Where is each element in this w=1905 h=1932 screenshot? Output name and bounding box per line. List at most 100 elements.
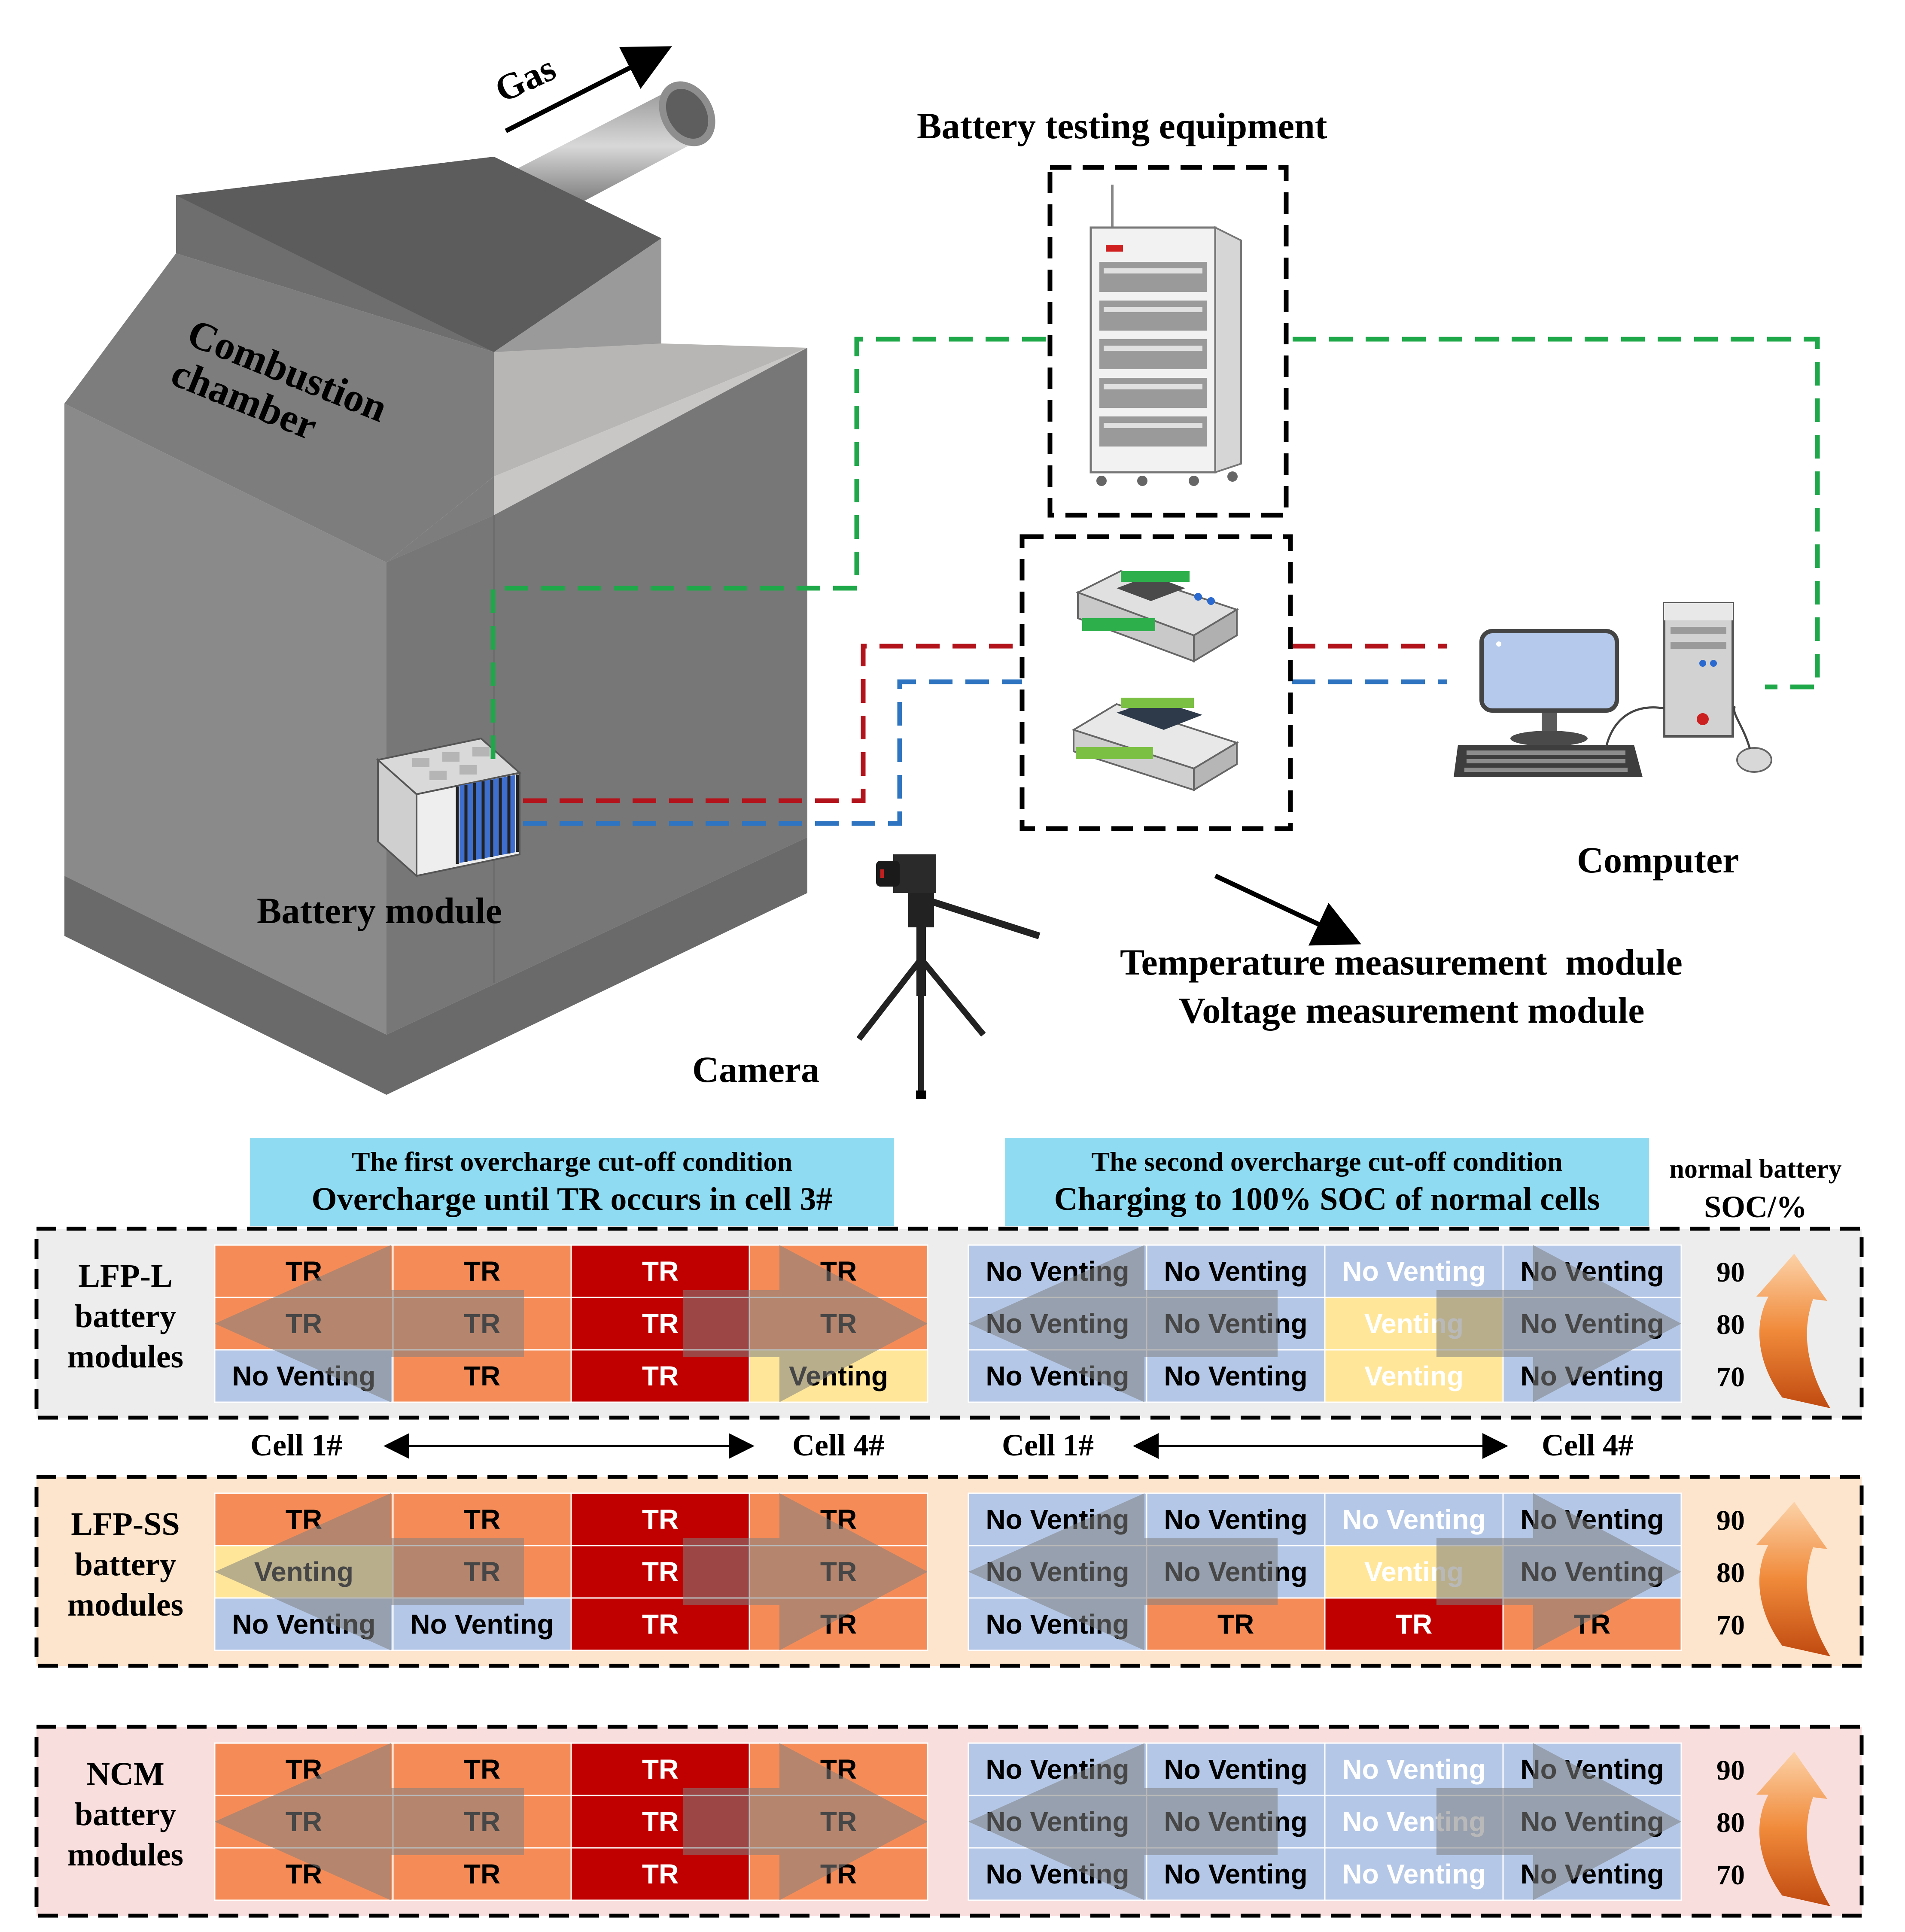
state-cell [1146, 1492, 1326, 1546]
battery-module-icon [376, 737, 522, 878]
voltage-module-icon [1071, 698, 1239, 792]
state-label: TR [642, 1859, 679, 1889]
state-label: TR [464, 1504, 500, 1535]
testing-cabinet-icon [1089, 185, 1242, 486]
soc-increase-arrow-icon [1756, 1254, 1830, 1408]
soc-value: 90 [1716, 1755, 1745, 1786]
state-label: TR [642, 1806, 679, 1837]
group-0: LFP-LbatterymodulesTRTRTRTRTRTRTRTRNo Ve… [34, 1227, 1864, 1420]
condition2-header [1005, 1138, 1649, 1226]
state-cell [570, 1492, 750, 1546]
result-groups: LFP-LbatterymodulesTRTRTRTRTRTRTRTRNo Ve… [34, 1227, 1864, 1918]
left-spread-arrow [968, 1743, 1278, 1900]
state-label: No Venting [1342, 1859, 1485, 1889]
soc-value: 70 [1716, 1610, 1745, 1641]
soc-value: 70 [1716, 1361, 1745, 1393]
condition2-line1: The second overcharge cut-off condition [1091, 1146, 1562, 1177]
state-cell [1324, 1244, 1504, 1298]
soc-value: 80 [1716, 1807, 1745, 1838]
combustion-chamber [64, 81, 807, 1095]
state-cell [1146, 1597, 1326, 1651]
right-spread-arrow [1436, 1743, 1681, 1900]
state-label: TR [642, 1361, 679, 1391]
state-cell [570, 1349, 750, 1403]
soc-value: 80 [1716, 1309, 1745, 1340]
group-1: LFP-SSbatterymodulesTRTRTRTRVentingTRTRT… [34, 1475, 1864, 1668]
condition1-line1: The first overcharge cut-off condition [352, 1146, 792, 1177]
soc-value: 80 [1716, 1557, 1745, 1589]
cell-axis-second: Cell 1# Cell 4# [1002, 1428, 1634, 1462]
state-label: TR [642, 1256, 679, 1287]
left-spread-arrow [215, 1493, 524, 1650]
group-name-line: modules [67, 1837, 183, 1873]
blue-link-module [523, 679, 1022, 826]
right-spread-arrow [1436, 1245, 1681, 1402]
state-cell [1324, 1597, 1504, 1651]
state-cell [1324, 1349, 1504, 1403]
group-name-line: battery [75, 1546, 176, 1583]
state-cell [1146, 1742, 1326, 1796]
state-label: No Venting [1342, 1504, 1485, 1535]
cell-axis-second-start: Cell 1# [1002, 1428, 1094, 1462]
state-cell [570, 1742, 750, 1796]
measurement-modules-box [1019, 534, 1293, 831]
group-name-line: LFP-SS [71, 1506, 180, 1542]
state-cell [392, 1847, 572, 1901]
state-label: TR [642, 1556, 679, 1587]
state-label: No Venting [1342, 1754, 1485, 1785]
state-label: TR [642, 1609, 679, 1640]
cell-axis-first-start: Cell 1# [250, 1428, 342, 1462]
group-name-line: modules [67, 1587, 183, 1623]
state-label: TR [464, 1859, 500, 1889]
state-label: Venting [1364, 1361, 1464, 1391]
temperature-module-icon [1075, 570, 1239, 663]
condition1-line2: Overcharge until TR occurs in cell 3# [311, 1181, 832, 1217]
gas-arrow [505, 46, 672, 133]
left-spread-arrow [968, 1245, 1278, 1402]
state-label: No Venting [1164, 1859, 1307, 1889]
state-cell [392, 1244, 572, 1298]
cell-axis-second-end: Cell 4# [1542, 1428, 1634, 1462]
state-cell [1146, 1847, 1326, 1901]
state-label: No Venting [1164, 1256, 1307, 1287]
state-cell [1324, 1492, 1504, 1546]
right-spread-arrow [683, 1743, 928, 1900]
soc-header-line2: SOC/% [1704, 1190, 1807, 1224]
exhaust-pipe [515, 81, 715, 215]
soc-increase-arrow-icon [1756, 1502, 1830, 1656]
state-label: No Venting [1164, 1754, 1307, 1785]
state-cell [1502, 1742, 1682, 1796]
right-spread-arrow [683, 1245, 928, 1402]
state-label: No Venting [1164, 1361, 1307, 1391]
state-cell [392, 1349, 572, 1403]
state-label: TR [642, 1504, 679, 1535]
group-name-line: NCM [86, 1756, 164, 1792]
battery-module-label: Battery module [257, 890, 502, 931]
testing-equipment-label: Battery testing equipment [917, 105, 1327, 146]
measurement-label-1: Temperature measurement module [1120, 942, 1683, 983]
state-label: TR [464, 1256, 500, 1287]
state-cell [570, 1847, 750, 1901]
group-2: NCMbatterymodulesTRTRTRTRTRTRTRTRTRTRTRT… [34, 1725, 1864, 1918]
condition2-line2: Charging to 100% SOC of normal cells [1054, 1181, 1600, 1217]
soc-value: 90 [1716, 1257, 1745, 1288]
state-label: TR [1396, 1609, 1432, 1640]
left-spread-arrow [968, 1493, 1278, 1650]
gas-label: Gas [488, 47, 562, 111]
camera-label: Camera [692, 1049, 819, 1090]
state-cell [570, 1597, 750, 1651]
state-cell [1146, 1349, 1326, 1403]
left-spread-arrow [215, 1743, 524, 1900]
state-cell [749, 1349, 928, 1403]
state-label: TR [464, 1361, 500, 1391]
soc-header-line1: normal battery [1669, 1154, 1841, 1184]
computer-icon [1454, 602, 1772, 777]
state-cell [392, 1742, 572, 1796]
state-cell [1324, 1742, 1504, 1796]
state-label: TR [1217, 1609, 1254, 1640]
green-link-computer [1293, 337, 1820, 690]
state-label: TR [464, 1754, 500, 1785]
state-label: No Venting [410, 1609, 554, 1640]
soc-increase-arrow-icon [1756, 1752, 1830, 1906]
